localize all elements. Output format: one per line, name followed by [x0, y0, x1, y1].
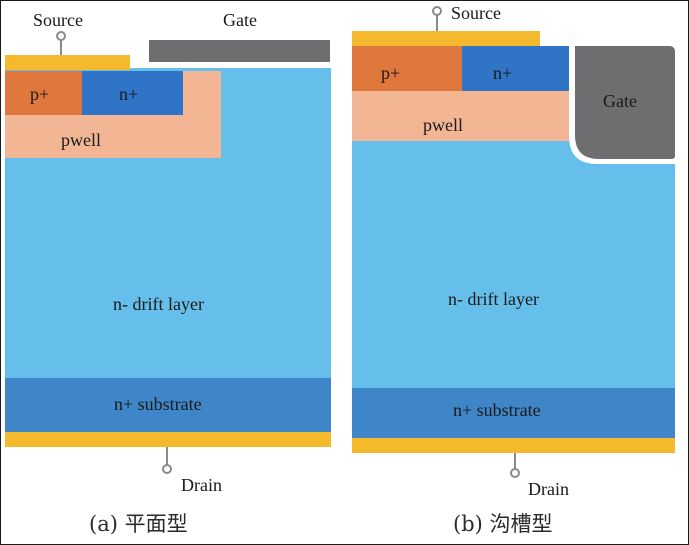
trench-drain-metal	[352, 438, 675, 453]
planar-source-label: Source	[33, 10, 83, 30]
trench-n-plus-label: n+	[493, 63, 512, 83]
planar-p-plus-label: p+	[30, 84, 49, 104]
planar-p-plus-region	[5, 71, 82, 115]
trench-drift-label: n- drift layer	[448, 289, 539, 309]
trench-source-terminal-icon	[432, 6, 442, 16]
trench-p-plus-region	[352, 46, 462, 91]
planar-substrate	[5, 378, 331, 432]
planar-mosfet-diagram: Source Gate p+ n+ pwell n- drift layer n…	[5, 10, 331, 536]
planar-caption: (a) 平面型	[89, 512, 188, 536]
trench-source-metal	[352, 31, 540, 46]
planar-drain-label: Drain	[181, 475, 222, 495]
trench-source-label: Source	[451, 3, 501, 23]
trench-substrate	[352, 388, 675, 438]
planar-n-plus-label: n+	[119, 84, 138, 104]
planar-source-metal	[5, 55, 130, 70]
planar-gate	[149, 40, 330, 62]
planar-source-terminal-icon	[56, 31, 66, 41]
planar-pwell-label: pwell	[61, 130, 101, 150]
trench-pwell-label: pwell	[423, 115, 463, 135]
trench-drain-terminal-icon	[510, 468, 520, 478]
trench-gate-label: Gate	[603, 91, 637, 111]
trench-drain-label: Drain	[528, 479, 569, 499]
planar-n-plus-region	[82, 71, 183, 115]
planar-gate-label: Gate	[223, 10, 257, 30]
trench-n-plus-region	[462, 46, 569, 91]
planar-drain-terminal-icon	[162, 464, 172, 474]
trench-mosfet-diagram: Source Gate p+ n+ pwell n- drift layer n…	[352, 3, 675, 536]
trench-caption: (b) 沟槽型	[453, 512, 553, 536]
planar-drift-label: n- drift layer	[113, 294, 204, 314]
planar-drain-metal	[5, 432, 331, 447]
trench-p-plus-label: p+	[381, 63, 400, 83]
trench-gate	[575, 46, 675, 159]
trench-substrate-label: n+ substrate	[453, 400, 541, 420]
planar-substrate-label: n+ substrate	[114, 394, 202, 414]
